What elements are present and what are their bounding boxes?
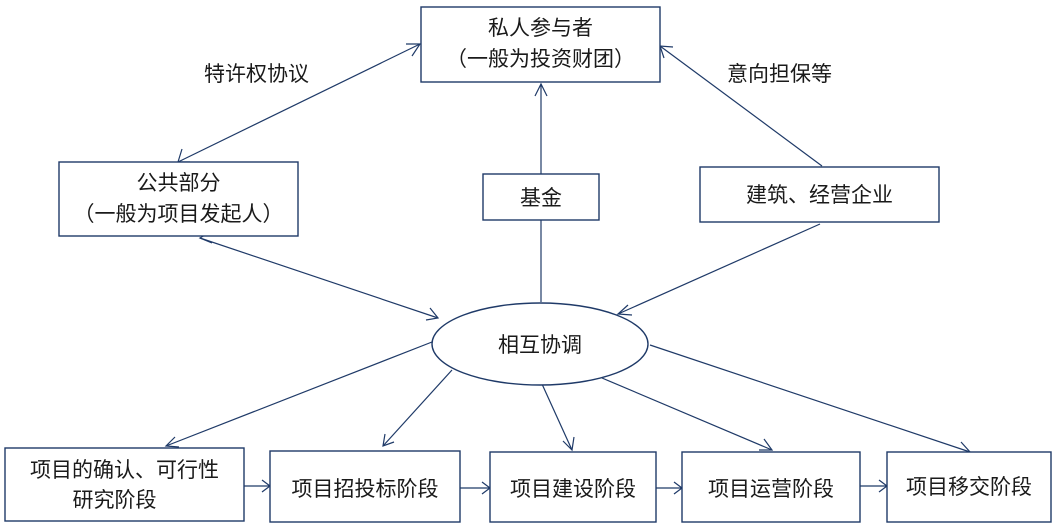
node-public-sector-line2: （一般为项目发起人） <box>74 202 284 226</box>
edge-construction-coordination <box>617 223 821 315</box>
arrowhead <box>177 148 190 163</box>
node-private-participant: 私人参与者 （一般为投资财团） <box>420 6 661 83</box>
node-stage-research-line1: 项目的确认、可行性 <box>30 458 219 482</box>
node-stage-research: 项目的确认、可行性 研究阶段 <box>4 447 245 522</box>
arrowhead <box>562 436 575 452</box>
arrowhead <box>616 304 633 316</box>
edge-label-franchise: 特许权协议 <box>204 62 309 86</box>
edge-coordination-research <box>165 341 433 447</box>
edge-coordination-operation <box>601 377 773 451</box>
arrowhead <box>382 433 395 447</box>
node-stage-building-label: 项目建设阶段 <box>510 477 636 501</box>
edge-coordination-bidding <box>382 369 453 447</box>
edge-label-guarantee: 意向担保等 <box>727 62 832 86</box>
node-private-participant-line2: （一般为投资财团） <box>446 47 635 71</box>
arrowhead <box>164 436 180 448</box>
arrowhead <box>406 43 422 57</box>
arrowhead <box>534 82 548 97</box>
node-stage-operation-label: 项目运营阶段 <box>708 477 834 501</box>
arrowhead <box>759 438 774 451</box>
node-stage-bidding: 项目招投标阶段 <box>269 450 461 523</box>
node-public-sector: 公共部分 （一般为项目发起人） <box>58 161 299 237</box>
node-coordination-label: 相互协调 <box>498 333 582 357</box>
node-stage-operation: 项目运营阶段 <box>681 451 861 523</box>
edge-public-coordination <box>199 237 439 319</box>
edge-coordination-transfer <box>649 344 971 453</box>
edges <box>164 43 972 495</box>
node-stage-research-line2: 研究阶段 <box>73 488 157 512</box>
node-stage-transfer-label: 项目移交阶段 <box>906 475 1032 499</box>
arrowhead <box>425 307 440 321</box>
node-stage-transfer: 项目移交阶段 <box>886 451 1052 523</box>
node-construction: 建筑、经营企业 <box>699 166 940 223</box>
node-fund: 基金 <box>482 173 600 221</box>
node-fund-label: 基金 <box>520 186 562 210</box>
edge-coordination-building <box>541 383 573 451</box>
edge-public-private <box>177 43 421 163</box>
node-construction-label: 建筑、经营企业 <box>746 183 893 207</box>
node-private-participant-line1: 私人参与者 <box>488 16 593 40</box>
node-stage-building: 项目建设阶段 <box>489 451 657 523</box>
node-public-sector-line1: 公共部分 <box>137 171 221 195</box>
node-stage-bidding-label: 项目招投标阶段 <box>292 477 439 501</box>
node-coordination: 相互协调 <box>431 302 649 386</box>
edge-construction-private <box>659 45 823 167</box>
